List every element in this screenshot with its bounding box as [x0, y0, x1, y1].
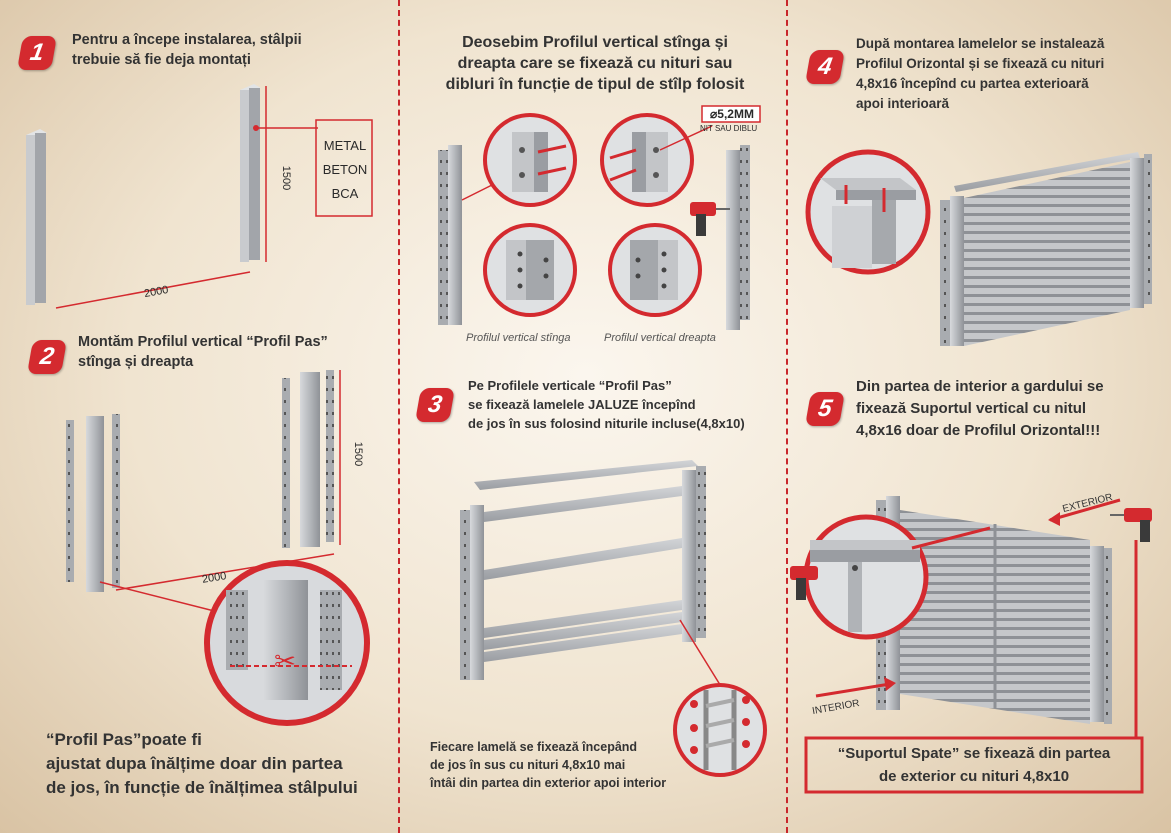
diameter-label: ⌀5,2MM [710, 107, 754, 121]
step-2-text: Montăm Profilul vertical “Profil Pas”stî… [78, 334, 328, 370]
step-5-badge: 5 [805, 392, 845, 426]
step-3-frame [460, 460, 706, 680]
post-right [240, 84, 261, 262]
step-3-badge: 3 [415, 388, 455, 422]
caption-right-profile: Profilul vertical dreapta [604, 332, 716, 344]
svg-text:✂: ✂ [274, 646, 296, 676]
zoom-right-top [600, 113, 713, 207]
step-4-badge: 4 [805, 50, 845, 84]
zoom-left-bottom [483, 223, 577, 317]
drill-icon-center [690, 202, 730, 236]
rivet-note: NIT SAU DIBLU [700, 124, 758, 133]
dim-height-label: 1500 [280, 165, 293, 191]
diameter-box [701, 105, 761, 123]
zoom-cut-detail: ✂ [204, 560, 370, 726]
zoom-left-top [483, 113, 577, 207]
step-4-fence [940, 152, 1152, 346]
profile-group-left [66, 414, 120, 592]
note-box-step-5 [804, 736, 1144, 794]
materials-box [315, 119, 373, 217]
dim-line-width [55, 271, 251, 309]
drill-icon-right [1110, 508, 1152, 542]
drill-icon-left [790, 566, 818, 600]
column-divider-right [786, 0, 788, 833]
zoom-right-bottom [608, 223, 702, 317]
step-3-text: Pe Profilele verticale “Profil Pas”se fi… [468, 378, 745, 431]
profile-group-right [282, 370, 334, 548]
zoom-rivets [673, 683, 767, 777]
caption-left-profile: Profilul vertical stînga [466, 332, 571, 344]
step-2-dim-height: 1500 [352, 441, 365, 467]
zoom-step-5 [803, 514, 929, 640]
center-profile-left [438, 145, 462, 325]
step-2-badge: 2 [27, 340, 67, 374]
zoom-step-4 [805, 149, 931, 275]
post-left [26, 129, 47, 305]
column-divider-left [398, 0, 400, 833]
center-profile-right [726, 145, 750, 330]
